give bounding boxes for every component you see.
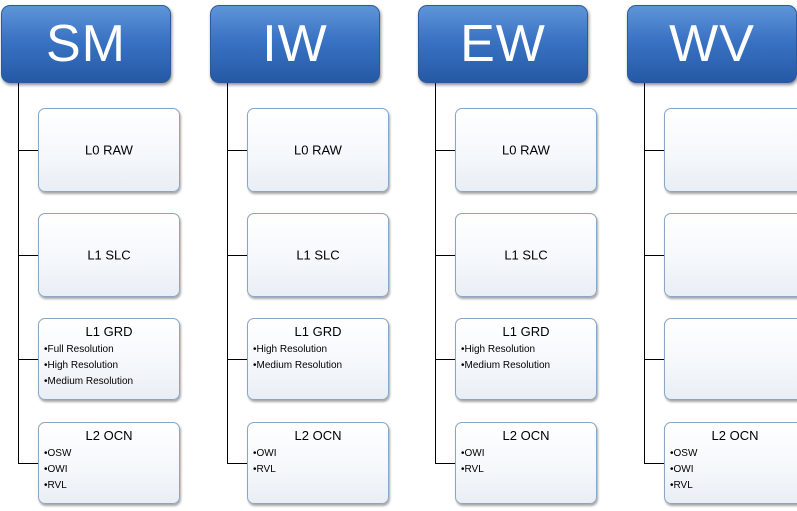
connector-horizontal — [644, 255, 664, 256]
connector-horizontal — [227, 255, 247, 256]
product-box: L0 RAW — [247, 108, 389, 192]
product-title: L0 RAW — [85, 142, 133, 158]
product-item: Medium Resolution — [44, 374, 179, 390]
product-title: L1 GRD — [294, 324, 342, 339]
mode-header: SM — [1, 5, 171, 83]
connector-horizontal — [18, 255, 38, 256]
connector-horizontal — [227, 463, 247, 464]
mode-header: WV — [627, 5, 797, 83]
mode-column-2: EW L0 RAW L1 SLC L1 GRD High ResolutionMediu… — [418, 0, 597, 511]
mode-column-3: WV L2 OCN OSWOWIRVL — [627, 0, 797, 511]
product-box: L1 GRD High ResolutionMedium Resolution — [247, 318, 389, 400]
product-item: OWI — [44, 462, 179, 478]
connector-vertical — [227, 83, 228, 463]
connector-horizontal — [18, 463, 38, 464]
product-item: High Resolution — [461, 342, 596, 358]
connector-horizontal — [435, 463, 455, 464]
product-box: L1 SLC — [38, 213, 180, 297]
mode-header: IW — [210, 5, 380, 83]
product-title: L0 RAW — [294, 142, 342, 158]
connector-vertical — [18, 83, 19, 463]
mode-header: EW — [418, 5, 588, 83]
connector-horizontal — [18, 150, 38, 151]
mode-column-1: IW L0 RAW L1 SLC L1 GRD High ResolutionMediu… — [210, 0, 389, 511]
product-item: RVL — [670, 478, 797, 494]
product-box — [664, 108, 797, 192]
product-item-list: OSWOWIRVL — [44, 446, 179, 494]
product-item: Medium Resolution — [461, 358, 596, 374]
product-item: RVL — [253, 462, 388, 478]
product-title: L2 OCN — [502, 428, 550, 443]
product-item: High Resolution — [44, 358, 179, 374]
connector-horizontal — [18, 359, 38, 360]
connector-horizontal — [644, 463, 664, 464]
product-title: L1 SLC — [296, 247, 340, 263]
connector-vertical — [435, 83, 436, 463]
product-title: L0 RAW — [502, 142, 550, 158]
product-title: L2 OCN — [711, 428, 759, 443]
product-item-list: Full ResolutionHigh ResolutionMedium Res… — [44, 342, 179, 390]
product-item-list: OWIRVL — [461, 446, 596, 478]
product-box — [664, 318, 797, 400]
connector-horizontal — [435, 150, 455, 151]
product-item-list: High ResolutionMedium Resolution — [253, 342, 388, 374]
product-box: L1 GRD Full ResolutionHigh ResolutionMedi… — [38, 318, 180, 400]
product-item: High Resolution — [253, 342, 388, 358]
product-item: OWI — [461, 446, 596, 462]
product-box: L0 RAW — [455, 108, 597, 192]
connector-horizontal — [644, 150, 664, 151]
product-title: L1 SLC — [504, 247, 548, 263]
product-item: RVL — [44, 478, 179, 494]
product-box: L2 OCN OWIRVL — [247, 422, 389, 504]
product-item: OWI — [253, 446, 388, 462]
product-item-list: High ResolutionMedium Resolution — [461, 342, 596, 374]
product-item: OSW — [44, 446, 179, 462]
connector-horizontal — [435, 359, 455, 360]
product-box: L2 OCN OSWOWIRVL — [664, 422, 797, 504]
product-title: L2 OCN — [294, 428, 342, 443]
product-item-list: OSWOWIRVL — [670, 446, 797, 494]
product-title: L1 GRD — [502, 324, 550, 339]
connector-horizontal — [227, 150, 247, 151]
product-box: L1 SLC — [455, 213, 597, 297]
connector-vertical — [644, 83, 645, 463]
product-box: L2 OCN OWIRVL — [455, 422, 597, 504]
connector-horizontal — [435, 255, 455, 256]
product-item: OWI — [670, 462, 797, 478]
product-item-list: OWIRVL — [253, 446, 388, 478]
product-box: L0 RAW — [38, 108, 180, 192]
product-title: L2 OCN — [85, 428, 133, 443]
product-item: Full Resolution — [44, 342, 179, 358]
product-item: Medium Resolution — [253, 358, 388, 374]
product-box: L1 SLC — [247, 213, 389, 297]
product-item: RVL — [461, 462, 596, 478]
product-box: L2 OCN OSWOWIRVL — [38, 422, 180, 504]
connector-horizontal — [227, 359, 247, 360]
product-title: L1 SLC — [87, 247, 131, 263]
product-item: OSW — [670, 446, 797, 462]
product-box — [664, 213, 797, 297]
connector-horizontal — [644, 359, 664, 360]
mode-column-0: SM L0 RAW L1 SLC L1 GRD Full ResolutionHigh … — [1, 0, 180, 511]
product-box: L1 GRD High ResolutionMedium Resolution — [455, 318, 597, 400]
product-title: L1 GRD — [85, 324, 133, 339]
